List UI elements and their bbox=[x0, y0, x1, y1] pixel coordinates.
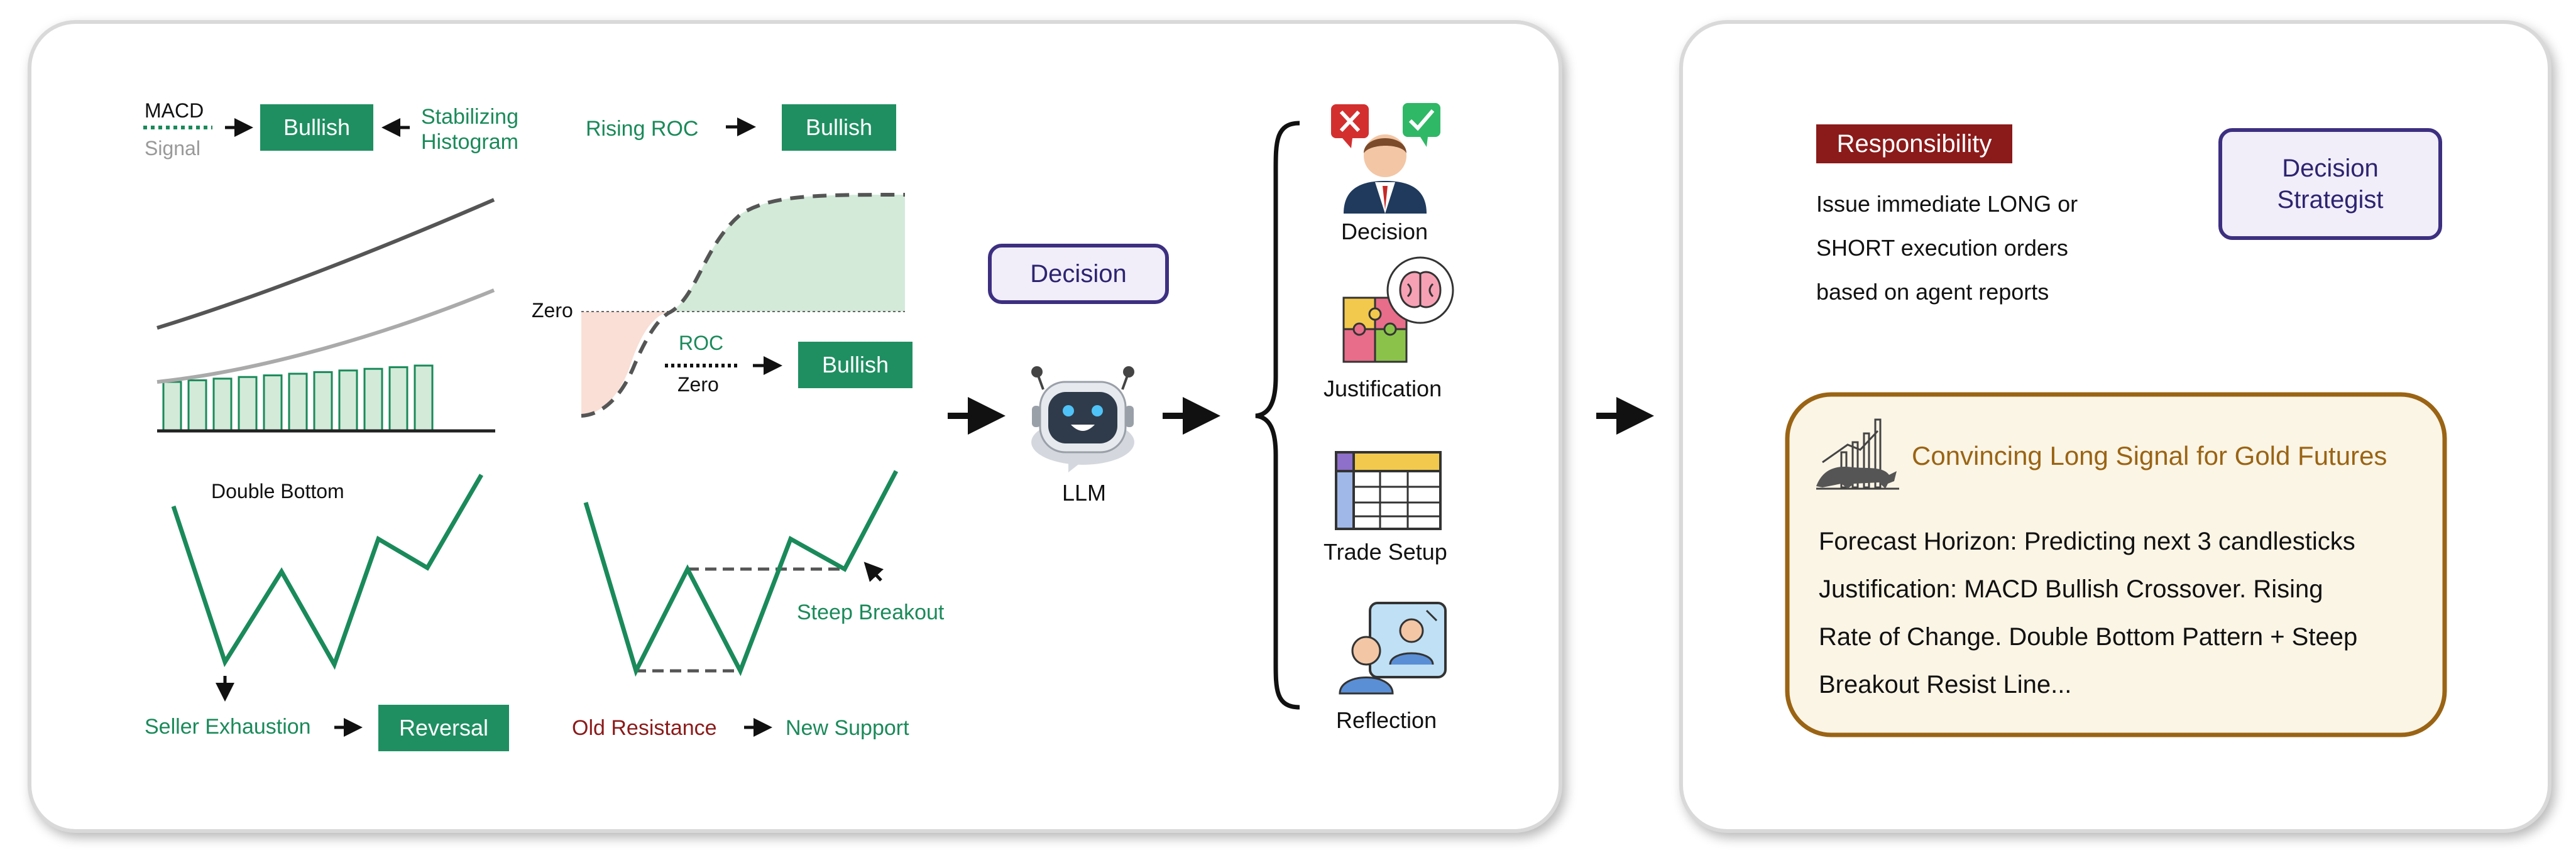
strategist-line-2: Strategist bbox=[2277, 186, 2384, 214]
new-support-label: New Support bbox=[786, 716, 909, 740]
resp-line-3: based on agent reports bbox=[1816, 279, 2049, 305]
resp-line-2: SHORT execution orders bbox=[1816, 235, 2068, 261]
histogram-bar bbox=[187, 379, 207, 432]
roc-bullish-box-bottom: Bullish bbox=[798, 342, 913, 388]
justification-line-3: Breakout Resist Line... bbox=[1819, 671, 2072, 698]
breakout-line bbox=[583, 470, 899, 677]
brace-icon bbox=[1255, 121, 1300, 710]
old-resistance-label: Old Resistance bbox=[572, 716, 717, 740]
double-bottom-title: Double Bottom bbox=[211, 480, 344, 503]
output-reflection-label: Reflection bbox=[1336, 707, 1437, 733]
output-decision-label: Decision bbox=[1341, 219, 1428, 244]
macd-label: MACD bbox=[145, 99, 204, 122]
roc-label: ROC bbox=[679, 332, 724, 354]
stabilizing-line-2: Histogram bbox=[421, 130, 518, 154]
macd-bullish-box: Bullish bbox=[260, 104, 373, 151]
signal-label: Signal bbox=[145, 137, 200, 160]
decision-strategist-box: Decision Strategist bbox=[2218, 128, 2442, 240]
bull-chart-icon bbox=[1816, 418, 1899, 490]
reversal-box: Reversal bbox=[378, 705, 509, 751]
roc-bullish-box-top: Bullish bbox=[782, 104, 896, 151]
justification-puzzle-icon bbox=[1342, 256, 1454, 363]
histogram-bar bbox=[388, 366, 408, 432]
justification-line-1: Justification: MACD Bullish Crossover. R… bbox=[1819, 575, 2323, 603]
histogram-bar bbox=[288, 372, 308, 432]
trade-setup-table-icon bbox=[1335, 451, 1442, 530]
histogram-bar bbox=[363, 367, 383, 432]
signal-body: Forecast Horizon: Predicting next 3 cand… bbox=[1819, 518, 2357, 709]
responsibility-text: Issue immediate LONG or SHORT execution … bbox=[1816, 182, 2078, 314]
stabilizing-line-1: Stabilizing bbox=[421, 105, 518, 129]
llm-label: LLM bbox=[1062, 480, 1107, 506]
reflection-icon bbox=[1339, 602, 1447, 695]
signal-box bbox=[1785, 392, 2447, 737]
macd-line bbox=[156, 198, 495, 330]
zero-axis-label: Zero bbox=[532, 299, 573, 322]
signal-title: Convincing Long Signal for Gold Futures bbox=[1912, 441, 2387, 470]
macd-chart bbox=[156, 198, 495, 433]
rising-roc-label: Rising ROC bbox=[586, 117, 699, 141]
signal-line bbox=[156, 288, 495, 384]
breakout-chart bbox=[583, 470, 899, 737]
strategist-line-1: Decision bbox=[2282, 155, 2379, 182]
arrow-icon bbox=[863, 562, 884, 582]
roc-curve bbox=[581, 193, 906, 418]
zero-label: Zero bbox=[677, 373, 719, 396]
histogram-bar bbox=[414, 364, 434, 432]
histogram-bar bbox=[313, 371, 333, 432]
histogram-bar bbox=[338, 369, 358, 432]
roc-chart bbox=[581, 193, 906, 418]
steep-breakout-label: Steep Breakout bbox=[797, 600, 945, 624]
robot-icon bbox=[1031, 366, 1134, 472]
double-bottom-line bbox=[171, 474, 484, 670]
output-trade-setup-label: Trade Setup bbox=[1324, 539, 1447, 565]
forecast-line: Forecast Horizon: Predicting next 3 cand… bbox=[1819, 528, 2355, 555]
resp-line-1: Issue immediate LONG or bbox=[1816, 191, 2078, 217]
histogram-bar bbox=[238, 376, 258, 432]
decision-person-icon bbox=[1331, 103, 1440, 214]
responsibility-badge: Responsibility bbox=[1816, 124, 2012, 163]
histogram-bars bbox=[162, 364, 434, 432]
histogram-bar bbox=[162, 381, 182, 432]
seller-exhaustion-label: Seller Exhaustion bbox=[145, 715, 311, 739]
histogram-bar bbox=[212, 378, 233, 432]
justification-line-2: Rate of Change. Double Bottom Pattern + … bbox=[1819, 623, 2358, 651]
histogram-bar bbox=[263, 374, 283, 432]
decision-box: Decision bbox=[988, 244, 1169, 304]
stabilizing-label: Stabilizing Histogram bbox=[421, 104, 518, 155]
output-justification-label: Justification bbox=[1324, 376, 1442, 401]
analysis-panel bbox=[31, 24, 1559, 829]
